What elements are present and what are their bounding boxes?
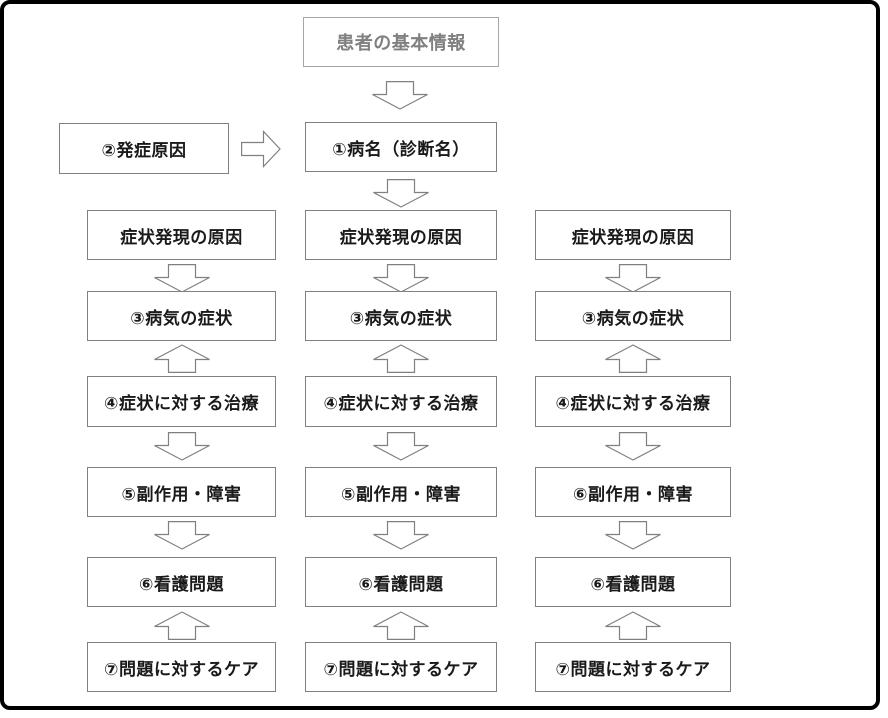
arrow-up-icon xyxy=(373,611,429,640)
box-problem-care-col2: ⑦問題に対するケア xyxy=(305,642,497,692)
diagram-frame: 患者の基本情報 ②発症原因 ①病名（診断名） 症状発現の原因 ③病気の症状 ④症… xyxy=(0,0,880,710)
box-symptom-onset-cause-col2: 症状発現の原因 xyxy=(305,210,497,260)
arrow-down-icon xyxy=(373,432,429,461)
box-symptom-treatment-col3: ④症状に対する治療 xyxy=(535,376,731,427)
arrow-down-icon xyxy=(373,179,429,208)
box-disease-symptoms-col2: ③病気の症状 xyxy=(305,291,497,341)
box-problem-care-col3: ⑦問題に対するケア xyxy=(535,642,731,692)
arrow-up-icon xyxy=(605,611,661,640)
box-nursing-problems-col2: ⑥看護問題 xyxy=(305,557,497,607)
box-nursing-problems-col1: ⑥看護問題 xyxy=(87,557,276,607)
arrow-down-icon xyxy=(372,81,428,110)
arrow-up-icon xyxy=(605,344,661,373)
arrow-up-icon xyxy=(373,344,429,373)
arrow-down-icon xyxy=(605,521,661,550)
box-side-effects-col2: ⑤副作用・障害 xyxy=(305,467,497,517)
arrow-up-icon xyxy=(154,611,210,640)
box-symptom-onset-cause-col1: 症状発現の原因 xyxy=(87,210,276,260)
box-symptom-onset-cause-col3: 症状発現の原因 xyxy=(535,210,731,260)
arrow-down-icon xyxy=(154,264,210,293)
box-side-effects-col3: ⑥副作用・障害 xyxy=(535,467,731,517)
box-symptom-treatment-col2: ④症状に対する治療 xyxy=(305,376,497,427)
arrow-down-icon xyxy=(373,521,429,550)
arrow-down-icon xyxy=(373,264,429,293)
arrow-down-icon xyxy=(605,264,661,293)
box-disease-symptoms-col1: ③病気の症状 xyxy=(87,291,276,341)
box-side-effects-col1: ⑤副作用・障害 xyxy=(87,467,276,517)
box-disease-symptoms-col3: ③病気の症状 xyxy=(535,291,731,341)
box-nursing-problems-col3: ⑥看護問題 xyxy=(535,557,731,607)
arrow-right-icon xyxy=(241,130,281,168)
box-patient-basic-info: 患者の基本情報 xyxy=(303,17,499,67)
box-symptom-treatment-col1: ④症状に対する治療 xyxy=(87,376,276,427)
box-onset-cause: ②発症原因 xyxy=(59,123,229,174)
box-problem-care-col1: ⑦問題に対するケア xyxy=(87,642,276,692)
arrow-down-icon xyxy=(154,432,210,461)
arrow-down-icon xyxy=(154,521,210,550)
arrow-down-icon xyxy=(605,432,661,461)
box-disease-name: ①病名（診断名） xyxy=(305,122,497,172)
arrow-up-icon xyxy=(154,344,210,373)
